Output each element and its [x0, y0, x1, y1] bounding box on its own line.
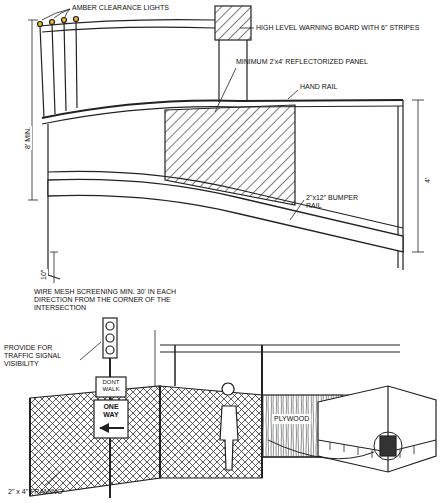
- sign-text: ONE WAY: [95, 403, 127, 419]
- dimension-label: 10": [40, 269, 48, 281]
- light-label: AMBER CLEARANCE LIGHTS: [72, 4, 242, 12]
- board-label: HIGH LEVEL WARNING BOARD WITH 6" STRIPES: [256, 24, 442, 32]
- sign-text: DONT WALK: [97, 379, 125, 393]
- wire-mesh-fence: [30, 386, 160, 496]
- bumper-rail: [48, 179, 403, 252]
- panel-label: MINIMUM 2'x4' REFLECTORIZED PANEL: [236, 58, 436, 66]
- bumper-label: 2"x12" BUMPER RAIL: [306, 194, 370, 210]
- warning-board: [215, 6, 251, 40]
- one-way-sign: [94, 400, 128, 438]
- amber-lights: [38, 17, 79, 27]
- dimension-label: 8' MIN.: [24, 126, 32, 150]
- pedestrian: [220, 383, 238, 470]
- inset-pointer: [268, 440, 374, 459]
- traffic-signal: [103, 318, 117, 358]
- walk-sign: [96, 377, 126, 397]
- rail-label: HAND RAIL: [300, 83, 390, 91]
- clearance-posts: [40, 21, 77, 118]
- signal-label: PROVIDE FOR TRAFFIC SIGNAL VISIBILITY: [4, 344, 80, 368]
- framing-label: 2" x 4" FRAMING: [8, 488, 62, 496]
- mesh-label: WIRE MESH SCREENING MIN. 30' IN EACH DIR…: [34, 288, 216, 312]
- dimension-label: 4': [424, 177, 432, 184]
- plywood-label: PLYWOOD: [272, 414, 311, 424]
